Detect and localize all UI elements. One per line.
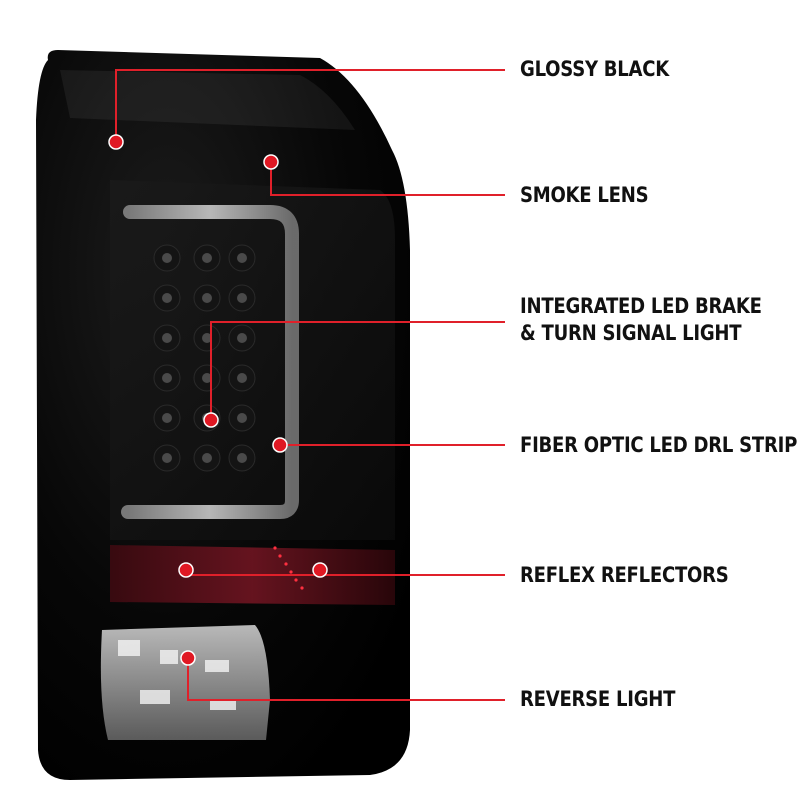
label-integrated-led-line2: & TURN SIGNAL LIGHT [520,321,742,345]
led-core-2 [202,253,212,263]
callout-dot-smoke-lens [263,154,279,170]
callout-line-reverse-light [187,658,505,701]
reverse-light-facets [118,640,236,710]
led-grid [153,244,256,472]
led-core-16 [162,453,172,463]
callout-dot-glossy-black [108,134,124,150]
callout-line-smoke-lens [270,162,505,196]
led-core-15 [237,413,247,423]
led-core-5 [202,293,212,303]
led-core-3 [237,253,247,263]
callout-dot-fiber-optic [272,437,288,453]
led-core-17 [202,453,212,463]
led-core-7 [162,333,172,343]
led-core-8 [202,333,212,343]
label-fiber-optic: FIBER OPTIC LED DRL STRIP [520,433,798,457]
callout-line-glossy-black [115,69,505,140]
callout-dot-reverse-light [180,650,196,666]
callout-dot-reflex-reflector-right [312,562,328,578]
led-core-11 [202,373,212,383]
fiber-optic-strip [121,205,299,519]
led-core-1 [162,253,172,263]
led-core-13 [162,413,172,423]
led-core-6 [237,293,247,303]
label-glossy-black: GLOSSY BLACK [520,57,670,81]
label-integrated-led-line1: INTEGRATED LED BRAKE [520,294,762,318]
led-core-9 [237,333,247,343]
callout-lines [115,69,505,701]
label-integrated-led: INTEGRATED LED BRAKE & TURN SIGNAL LIGHT [520,293,762,347]
housing-highlight [60,70,355,130]
led-core-10 [162,373,172,383]
smoke-lens [110,180,395,540]
label-reflex-reflectors: REFLEX REFLECTORS [520,563,729,587]
label-reverse-light: REVERSE LIGHT [520,687,676,711]
callout-dot-integrated-led [203,412,219,428]
led-core-18 [237,453,247,463]
callout-line-integrated-led [210,321,505,420]
led-core-4 [162,293,172,303]
label-smoke-lens: SMOKE LENS [520,183,649,207]
callout-dot-reflex-reflector-left [178,562,194,578]
reverse-light-lens [100,625,270,740]
led-core-12 [237,373,247,383]
reflector-dots [273,546,304,590]
callout-dots [108,134,328,666]
